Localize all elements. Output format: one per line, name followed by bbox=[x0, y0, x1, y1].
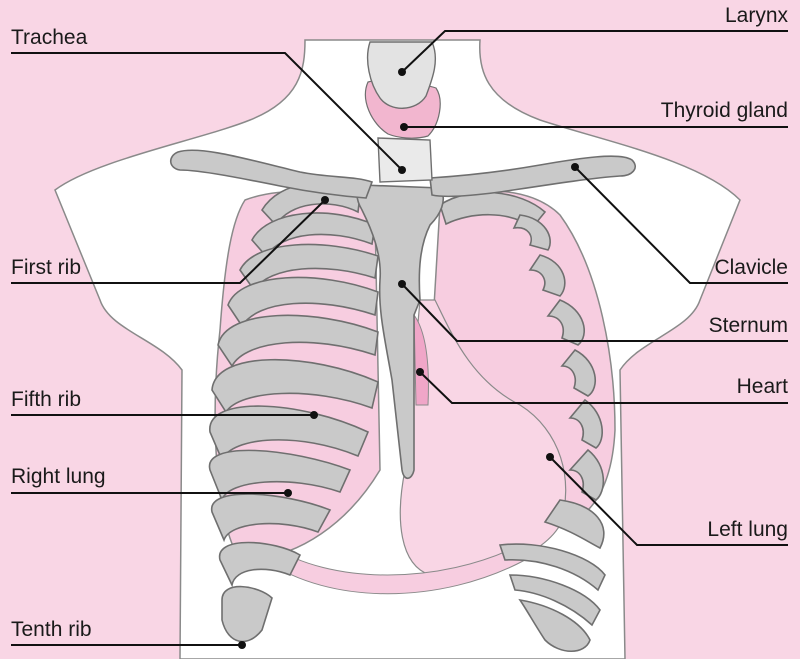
label-right-lung: Right lung bbox=[11, 465, 106, 489]
label-tenth-rib: Tenth rib bbox=[11, 618, 92, 642]
label-sternum: Sternum bbox=[709, 314, 788, 338]
label-first-rib: First rib bbox=[11, 256, 81, 280]
label-larynx: Larynx bbox=[725, 4, 788, 28]
label-thyroid-gland: Thyroid gland bbox=[661, 99, 788, 123]
label-trachea: Trachea bbox=[11, 26, 87, 50]
trachea-shape bbox=[378, 138, 432, 182]
label-left-lung: Left lung bbox=[707, 518, 788, 542]
label-heart: Heart bbox=[737, 375, 788, 399]
label-fifth-rib: Fifth rib bbox=[11, 388, 81, 412]
label-clavicle: Clavicle bbox=[714, 256, 788, 280]
